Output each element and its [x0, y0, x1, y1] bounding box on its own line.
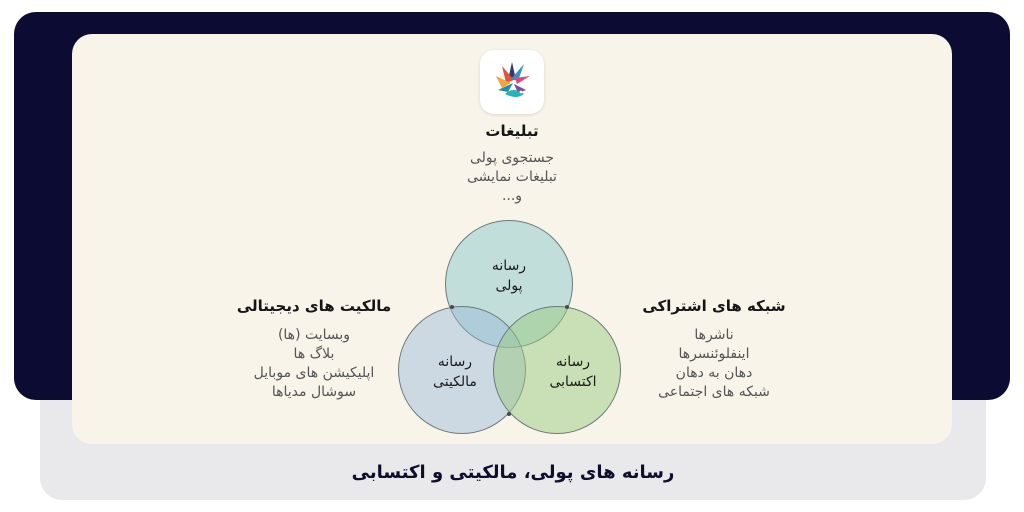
- brand-logo: [480, 50, 544, 114]
- earned-media-label-line: رسانه: [555, 354, 591, 370]
- intersection-dot: [450, 305, 454, 309]
- digital-assets-item: سوشال مدیاها: [271, 384, 357, 400]
- digital-assets-title: مالکیت های دیجیتالی: [236, 297, 392, 315]
- diagram-caption: رسانه های پولی، مالکیتی و اکتسابی: [351, 462, 675, 483]
- digital-assets-item: اپلیکیشن های موبایل: [253, 365, 375, 381]
- earned-media-circle: [493, 306, 621, 434]
- shared-networks-item: ناشرها: [694, 327, 734, 343]
- ads-item: و...: [501, 188, 523, 204]
- paid-media-label: رسانه پولی: [459, 256, 559, 296]
- paid-media-label-line: رسانه: [491, 258, 527, 274]
- bird-logo-icon: [496, 62, 530, 97]
- ads-title: تبلیغات: [485, 122, 539, 140]
- digital-assets-item: وبسایت (ها): [277, 327, 351, 343]
- ads-list: جستجوی پولی تبلیغات نمایشی و...: [412, 149, 612, 206]
- intersection-dot: [507, 412, 511, 416]
- earned-media-label-line: اکتسابی: [549, 374, 597, 390]
- digital-assets-item: بلاگ ها: [293, 346, 335, 362]
- owned-media-label: رسانه مالکیتی: [405, 352, 505, 392]
- shared-networks-item: دهان به دهان: [675, 365, 753, 381]
- owned-media-label-line: مالکیتی: [433, 374, 477, 390]
- shared-networks-item: شبکه های اجتماعی: [658, 384, 770, 400]
- shared-networks-item: اینفلوئنسرها: [678, 346, 750, 362]
- earned-media-label: رسانه اکتسابی: [523, 352, 623, 392]
- intersection-dot: [565, 305, 569, 309]
- digital-assets-list: وبسایت (ها) بلاگ ها اپلیکیشن های موبایل …: [214, 326, 414, 402]
- paid-media-label-line: پولی: [495, 278, 523, 294]
- shared-networks-list: ناشرها اینفلوئنسرها دهان به دهان شبکه ها…: [614, 326, 814, 402]
- ads-item: جستجوی پولی: [469, 150, 555, 166]
- ads-item: تبلیغات نمایشی: [467, 169, 557, 185]
- owned-media-label-line: رسانه: [437, 354, 473, 370]
- shared-networks-title: شبکه های اشتراکی: [642, 297, 786, 315]
